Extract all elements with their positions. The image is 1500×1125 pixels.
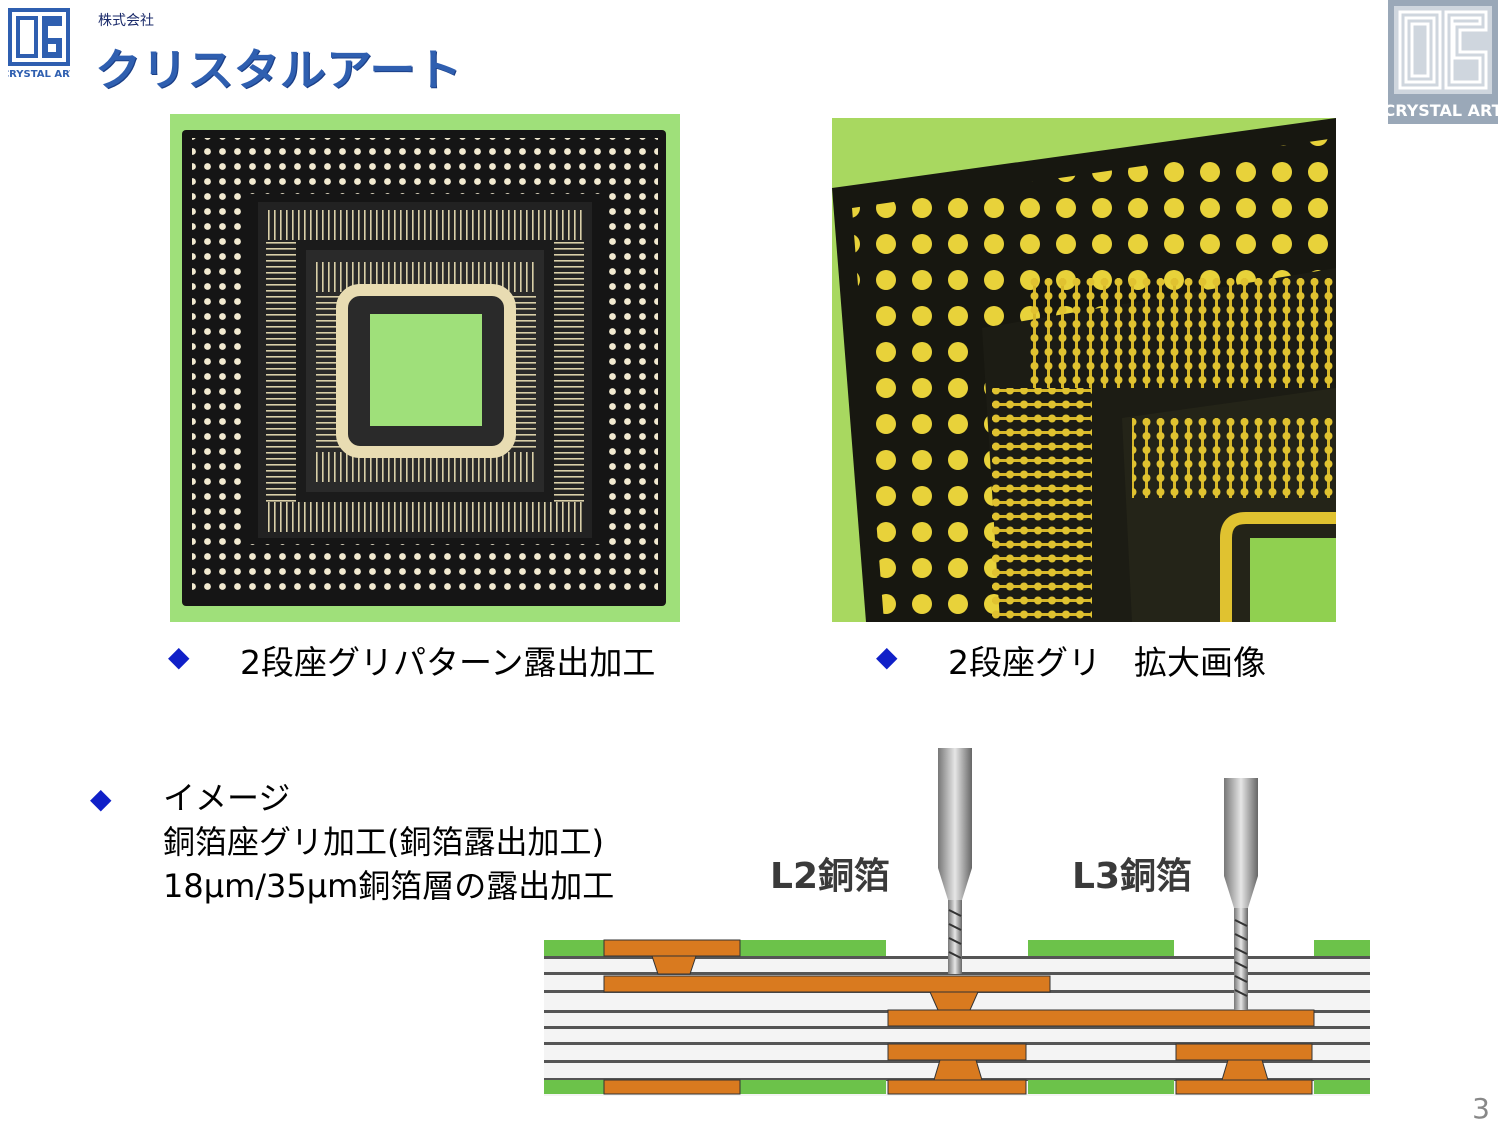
package-photo-left: [170, 114, 680, 622]
caption-right-bullet: ◆: [876, 640, 898, 673]
company-type-label: 株式会社: [98, 13, 154, 29]
image-section-line3: 18μm/35μm銅箔層の露出加工: [163, 867, 615, 905]
logo-large-text: CRYSTAL ART: [1388, 101, 1498, 120]
caption-right: 2段座グリ 拡大画像: [948, 643, 1266, 682]
image-section-line2: 銅箔座グリ加工(銅箔露出加工): [163, 823, 604, 861]
caption-left: 2段座グリパターン露出加工: [240, 643, 656, 682]
image-section-title: イメージ: [163, 779, 291, 817]
image-section-text: イメージ 銅箔座グリ加工(銅箔露出加工) 18μm/35μm銅箔層の露出加工: [163, 776, 614, 908]
label-l3-copper: L3銅箔: [1072, 855, 1192, 897]
logo-small-text: CRYSTAL ART: [8, 69, 70, 80]
brand-name: クリスタルアート: [95, 45, 462, 96]
crystal-art-logo-small: CRYSTAL ART: [8, 8, 70, 80]
label-l2-copper: L2銅箔: [770, 855, 890, 897]
page-number: 3: [1472, 1092, 1490, 1125]
image-section-bullet: ◆: [90, 782, 112, 815]
caption-left-bullet: ◆: [168, 640, 190, 673]
crystal-art-logo-large: CRYSTAL ART: [1388, 0, 1498, 124]
package-photo-right: [832, 118, 1336, 622]
layer-cross-section-diagram: L2銅箔 L3銅箔: [544, 748, 1370, 1096]
